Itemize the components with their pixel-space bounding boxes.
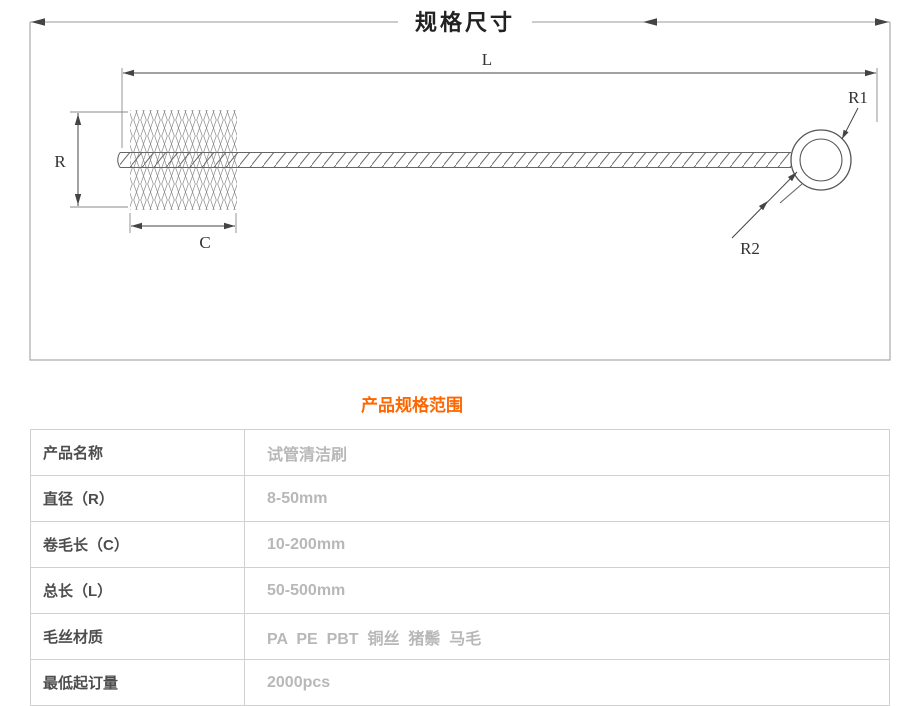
spec-row-product-name: 产品名称 试管清洁刷 (30, 429, 890, 476)
spec-label-product-name: 产品名称 (30, 429, 245, 476)
spec-section-title: 产品规格范围 (361, 396, 463, 415)
brush-ring-inner (799, 138, 843, 182)
spec-row-brush-length: 卷毛长（C） 10-200mm (30, 521, 890, 568)
spec-drawing: 规格尺寸 L R R1 R2 C (29, 10, 891, 361)
spec-value-total-length: 50-500mm (244, 567, 890, 614)
label-R2: R2 (740, 239, 760, 258)
spec-row-moq: 最低起订量 2000pcs (30, 659, 890, 706)
spec-label-total-length: 总长（L） (30, 567, 245, 614)
spec-label-moq: 最低起订量 (30, 659, 245, 706)
title-line-mid-arrow (643, 18, 657, 26)
spec-row-diameter: 直径（R） 8-50mm (30, 475, 890, 522)
brush-stem (120, 152, 791, 168)
dim-L-label: L (482, 50, 492, 69)
spec-value-moq: 2000pcs (244, 659, 890, 706)
spec-value-material: PA PE PBT 铜丝 猪鬃 马毛 (244, 613, 890, 660)
spec-label-material: 毛丝材质 (30, 613, 245, 660)
spec-label-diameter: 直径（R） (30, 475, 245, 522)
spec-row-material: 毛丝材质 PA PE PBT 铜丝 猪鬃 马毛 (30, 613, 890, 660)
spec-drawing-panel: 规格尺寸 L R R1 R2 C (29, 10, 891, 361)
stem-tip (117, 152, 121, 168)
spec-table: 产品名称 试管清洁刷 直径（R） 8-50mm 卷毛长（C） 10-200mm … (30, 429, 890, 706)
spec-value-diameter: 8-50mm (244, 475, 890, 522)
spec-label-brush-length: 卷毛长（C） (30, 521, 245, 568)
spec-value-brush-length: 10-200mm (244, 521, 890, 568)
label-R1: R1 (848, 88, 868, 107)
spec-value-product-name: 试管清洁刷 (244, 429, 890, 476)
dim-C-label: C (199, 233, 210, 252)
drawing-border (29, 22, 891, 361)
title-line-right-arrow (875, 18, 889, 26)
title-line-left-arrow (31, 18, 45, 26)
dim-R-label: R (54, 152, 66, 171)
drawing-title: 规格尺寸 (415, 10, 515, 35)
spec-row-total-length: 总长（L） 50-500mm (30, 567, 890, 614)
ring-wire-tail (779, 183, 803, 204)
